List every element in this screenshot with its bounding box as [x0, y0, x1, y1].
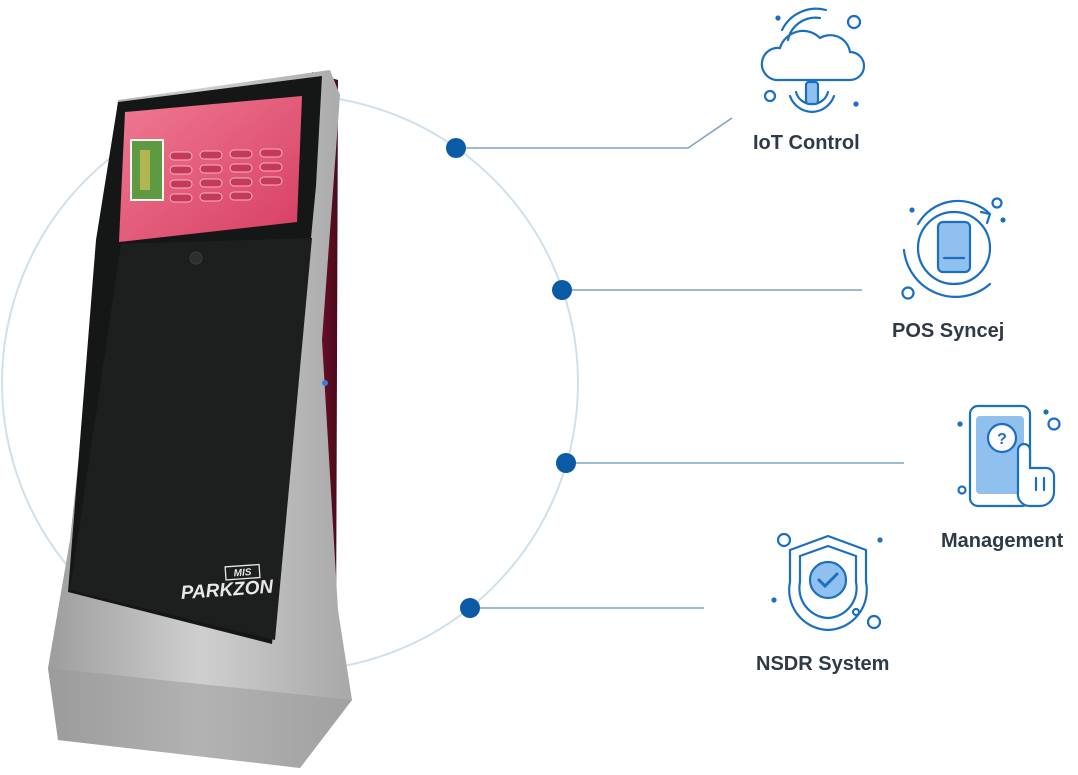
feature-label-pos-syncej: POS Syncej	[892, 320, 1005, 342]
cloud-iot-icon	[760, 7, 866, 114]
kiosk-screen-content	[130, 139, 283, 203]
connector-dot-nsdr	[460, 598, 480, 618]
feature-label-management: Management	[941, 530, 1064, 552]
kiosk-image: MIS PARKZON	[48, 70, 352, 768]
feature-label-iot-control: IoT Control	[753, 132, 860, 154]
connector-dot-management	[556, 453, 576, 473]
kiosk-brand-badge: MIS	[233, 567, 252, 579]
security-shield-icon	[771, 532, 883, 632]
mobile-management-icon: ?	[957, 404, 1061, 508]
svg-text:?: ?	[997, 431, 1007, 448]
kiosk-base	[48, 668, 352, 768]
connector-lines	[456, 117, 904, 609]
pos-sync-icon	[901, 197, 1006, 300]
feature-label-nsdr-system: NSDR System	[756, 653, 890, 675]
connector-dot-pos	[552, 280, 572, 300]
connector-dot-iot	[446, 138, 466, 158]
connector-iot	[456, 117, 733, 149]
kiosk-camera	[189, 251, 203, 265]
kiosk-panel	[70, 238, 312, 640]
kiosk-indicator-light	[322, 380, 328, 386]
connector-dots	[446, 138, 576, 618]
